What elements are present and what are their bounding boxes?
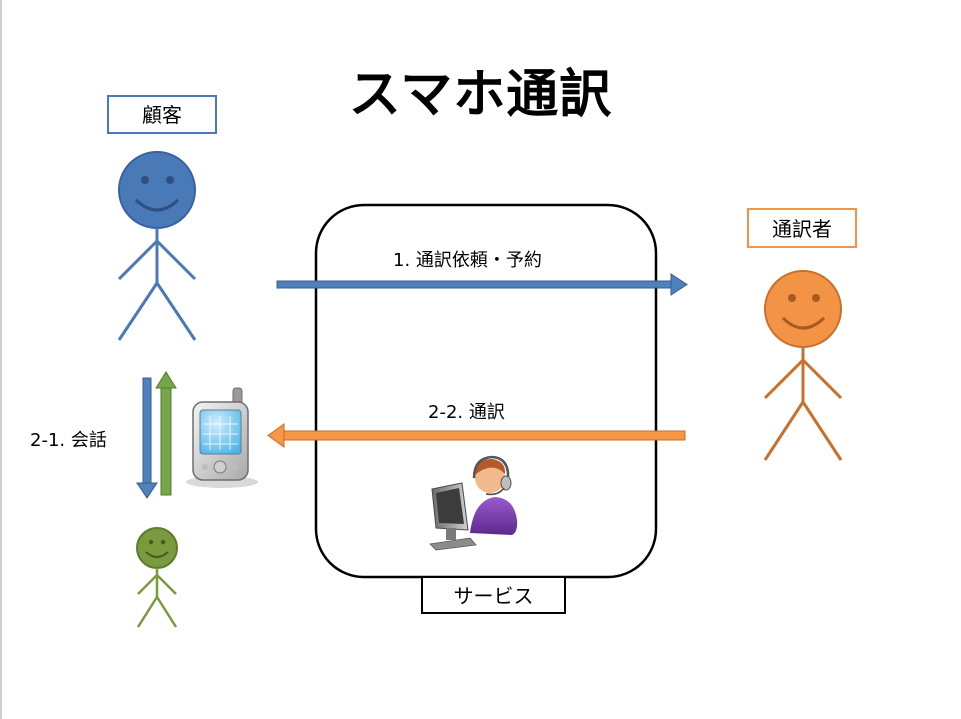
interpret-arrow: [267, 423, 686, 448]
conversation-up-arrow: [155, 371, 177, 496]
service-label: サービス: [421, 576, 566, 614]
conversation-down-arrow: [136, 377, 158, 499]
interpreter-label: 通訳者: [747, 208, 857, 248]
interpret-label: 2-2. 通訳: [428, 402, 505, 423]
smartphone-icon: [186, 387, 258, 488]
partner-figure: [136, 527, 178, 628]
customer-figure: [117, 151, 197, 341]
page-title: スマホ通訳: [348, 65, 613, 125]
request-label: 1. 通訳依頼・予約: [393, 250, 542, 271]
customer-label: 顧客: [107, 95, 217, 134]
conversation-label: 2-1. 会話: [30, 430, 107, 451]
headset-operator-icon: [429, 455, 518, 551]
request-arrow: [276, 273, 688, 296]
interpreter-figure: [763, 270, 843, 461]
slide-edge: [0, 0, 2, 719]
